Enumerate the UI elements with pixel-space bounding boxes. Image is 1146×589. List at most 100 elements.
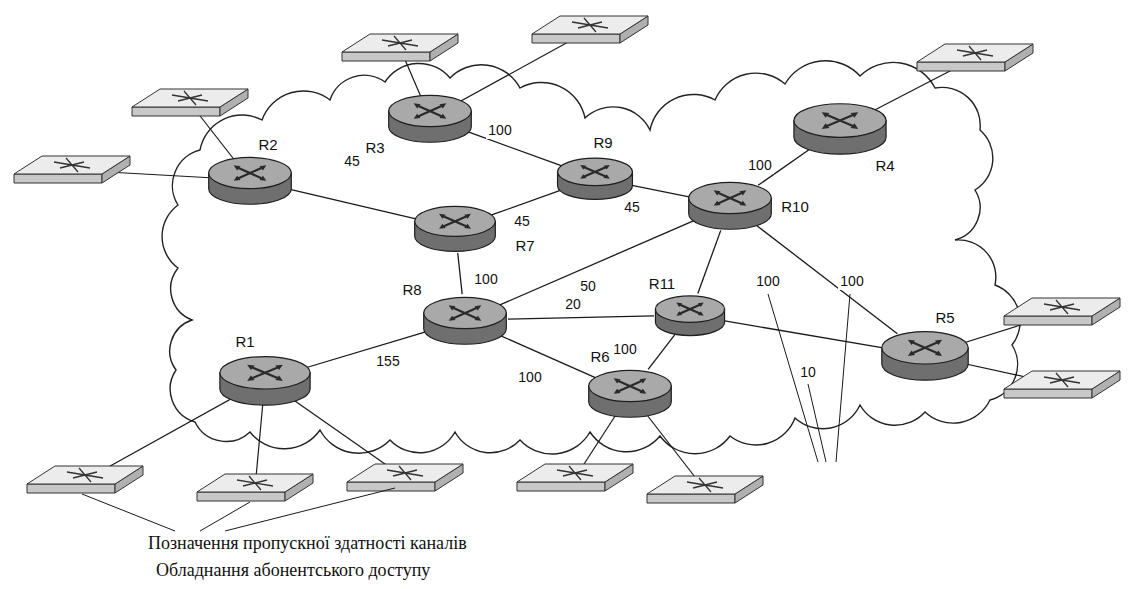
capacity-link (508, 316, 654, 319)
router-top (655, 296, 724, 322)
router-icon (413, 203, 497, 253)
router-top (220, 357, 310, 389)
router-arrow-heads (414, 103, 447, 119)
access-switch (1004, 298, 1120, 325)
router-arrows (616, 380, 644, 392)
switch-front (132, 107, 220, 116)
switch-front (14, 174, 102, 183)
router-arrow-heads (247, 365, 283, 381)
switch-top (197, 474, 313, 492)
router-top (689, 182, 772, 213)
switch-front (347, 482, 435, 491)
capacity-label: 45 (622, 200, 642, 215)
leader-line (836, 294, 850, 462)
router-top (209, 157, 292, 188)
capacity-link (725, 321, 882, 348)
router-arrows (236, 167, 264, 179)
router: R2 (207, 154, 293, 206)
network-cloud (162, 61, 1020, 454)
router: R3 (387, 92, 473, 144)
switch-top (27, 466, 143, 484)
capacity-link (458, 253, 462, 294)
router-arrow-heads (714, 190, 747, 206)
router-arrows (442, 216, 469, 228)
switch-top (342, 34, 458, 52)
router-arrows (825, 114, 856, 127)
access-switch (342, 34, 458, 61)
access-switches (14, 16, 1120, 503)
router-top (415, 206, 496, 236)
callout-text: Обладнання абонентського доступу (156, 560, 430, 582)
router-arrows (583, 167, 608, 178)
switch-top (14, 156, 130, 174)
capacity-label: 45 (342, 154, 362, 169)
router-label: R3 (365, 140, 384, 157)
capacity-label: 100 (611, 342, 638, 357)
router-top (794, 104, 886, 138)
router-label: R11 (649, 276, 675, 293)
access-switch (1004, 371, 1120, 398)
router: R5 (880, 328, 970, 382)
capacity-label: 45 (512, 214, 532, 229)
router-label: R4 (875, 158, 894, 175)
switch-arrows (382, 36, 418, 50)
switch-front (1004, 389, 1092, 398)
router-icon (556, 155, 634, 201)
switch-arrows (387, 466, 423, 480)
access-switch (27, 466, 143, 493)
leader-line (225, 488, 395, 531)
router-arrow-heads (234, 165, 267, 181)
access-switch (532, 16, 648, 43)
router-arrows (250, 367, 280, 380)
router-label: R10 (781, 199, 809, 216)
capacity-link (500, 220, 695, 305)
capacity-label: 100 (838, 274, 865, 289)
router: R11 (654, 293, 726, 337)
router-label: R2 (258, 137, 277, 154)
router-icon (387, 92, 473, 144)
switch-top (1004, 298, 1120, 316)
capacity-label: 155 (374, 354, 401, 369)
router-top (389, 95, 472, 126)
capacity-link (290, 189, 416, 218)
access-switch (517, 464, 633, 491)
switch-arrows (687, 478, 723, 492)
router-label: R5 (935, 310, 954, 327)
switch-front (197, 492, 285, 501)
access-switch (917, 44, 1033, 71)
capacity-label: 100 (754, 274, 781, 289)
capacity-label: 100 (516, 370, 543, 385)
router-top (558, 158, 633, 186)
router-arrows (911, 342, 940, 355)
router-label: R1 (235, 334, 254, 351)
router-top (882, 332, 968, 364)
router-arrow-heads (449, 305, 482, 321)
router-arrows (716, 192, 744, 204)
leader-line (768, 294, 818, 462)
router-arrows (416, 105, 444, 117)
router-arrow-heads (676, 303, 703, 316)
switch-arrows (572, 18, 608, 32)
router-icon (792, 100, 888, 156)
switch-arrows (1044, 373, 1080, 387)
router-icon (218, 353, 312, 407)
capacity-link (491, 190, 562, 215)
router: R1 (218, 353, 312, 407)
router-top (589, 370, 672, 401)
router-icon (422, 294, 508, 346)
router-icon (880, 328, 970, 382)
switch-front (647, 494, 735, 503)
leader-line (808, 384, 826, 462)
leader-line (82, 494, 175, 531)
switch-front (27, 484, 115, 493)
router-label: R8 (402, 282, 421, 299)
switch-arrows (1044, 300, 1080, 314)
capacity-label: 100 (746, 158, 773, 173)
callout-text: Позначення пропускної здатності каналів (148, 533, 467, 555)
router-arrow-heads (439, 214, 471, 229)
capacity-label: 20 (563, 297, 583, 312)
switch-top (347, 464, 463, 482)
switch-top (1004, 371, 1120, 389)
